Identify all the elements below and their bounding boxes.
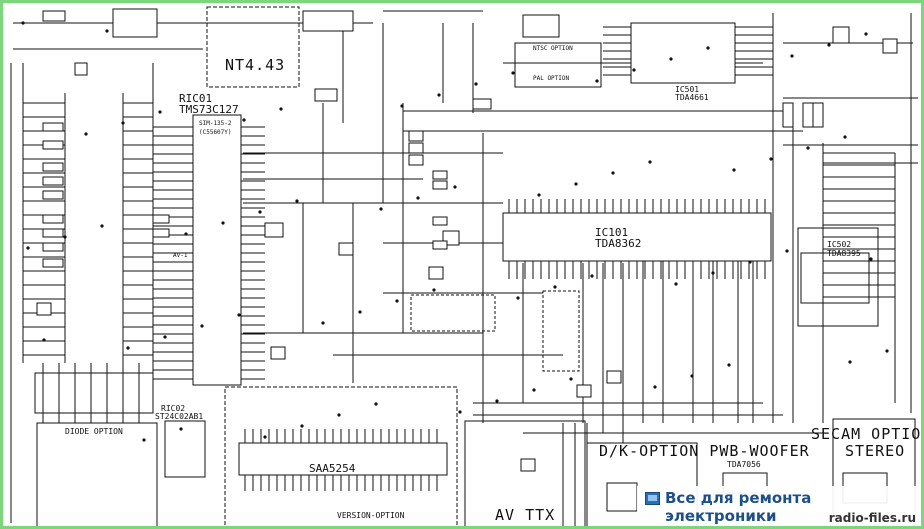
- av-ttx-label: AV TTX: [495, 506, 556, 524]
- secam-option-label: SECAM OPTION: [811, 425, 924, 443]
- stereo-label: STEREO: [845, 442, 906, 460]
- watermark: Все для ремонта электроники radio-files.…: [637, 486, 921, 526]
- ic501-ref-label: IC501: [675, 85, 700, 94]
- ic502-part-label: TDA8395: [827, 249, 861, 258]
- tda7056-label: TDA7056: [727, 460, 761, 469]
- av1-label: AV-1: [173, 252, 188, 259]
- dk-woofer-option-label: D/K-OPTION PWB-WOOFER: [599, 442, 810, 460]
- version-option-label: VERSION-OPTION: [337, 511, 405, 520]
- ic501-part-label: TDA4661: [675, 93, 709, 102]
- saa5254-label: SAA5254: [309, 462, 356, 475]
- ric02-part-label: ST24C02AB1: [155, 412, 204, 421]
- computer-icon: [645, 492, 660, 505]
- ric01-inner-label-1: SIM-135-2: [199, 120, 232, 127]
- pal-option-label: PAL OPTION: [533, 75, 570, 82]
- ic502-ref-label: IC502: [827, 240, 852, 249]
- watermark-url[interactable]: radio-files.ru: [828, 511, 916, 525]
- ric01-ref-label: RIC01: [179, 92, 213, 105]
- watermark-title: Все для ремонта электроники: [665, 489, 812, 525]
- ric02-ref-label: RIC02: [161, 404, 186, 413]
- ric01-part-label: TMS73C127: [179, 103, 239, 116]
- ic101-part-label: TDA8362: [595, 237, 642, 250]
- ic101-ref-label: IC101: [595, 226, 629, 239]
- nt443-label: NT4.43: [225, 56, 286, 74]
- ntsc-option-label: NTSC OPTION: [533, 45, 573, 52]
- diode-option-label: DIODE OPTION: [65, 427, 123, 436]
- ric01-inner-label-2: (C55607Y): [199, 129, 232, 136]
